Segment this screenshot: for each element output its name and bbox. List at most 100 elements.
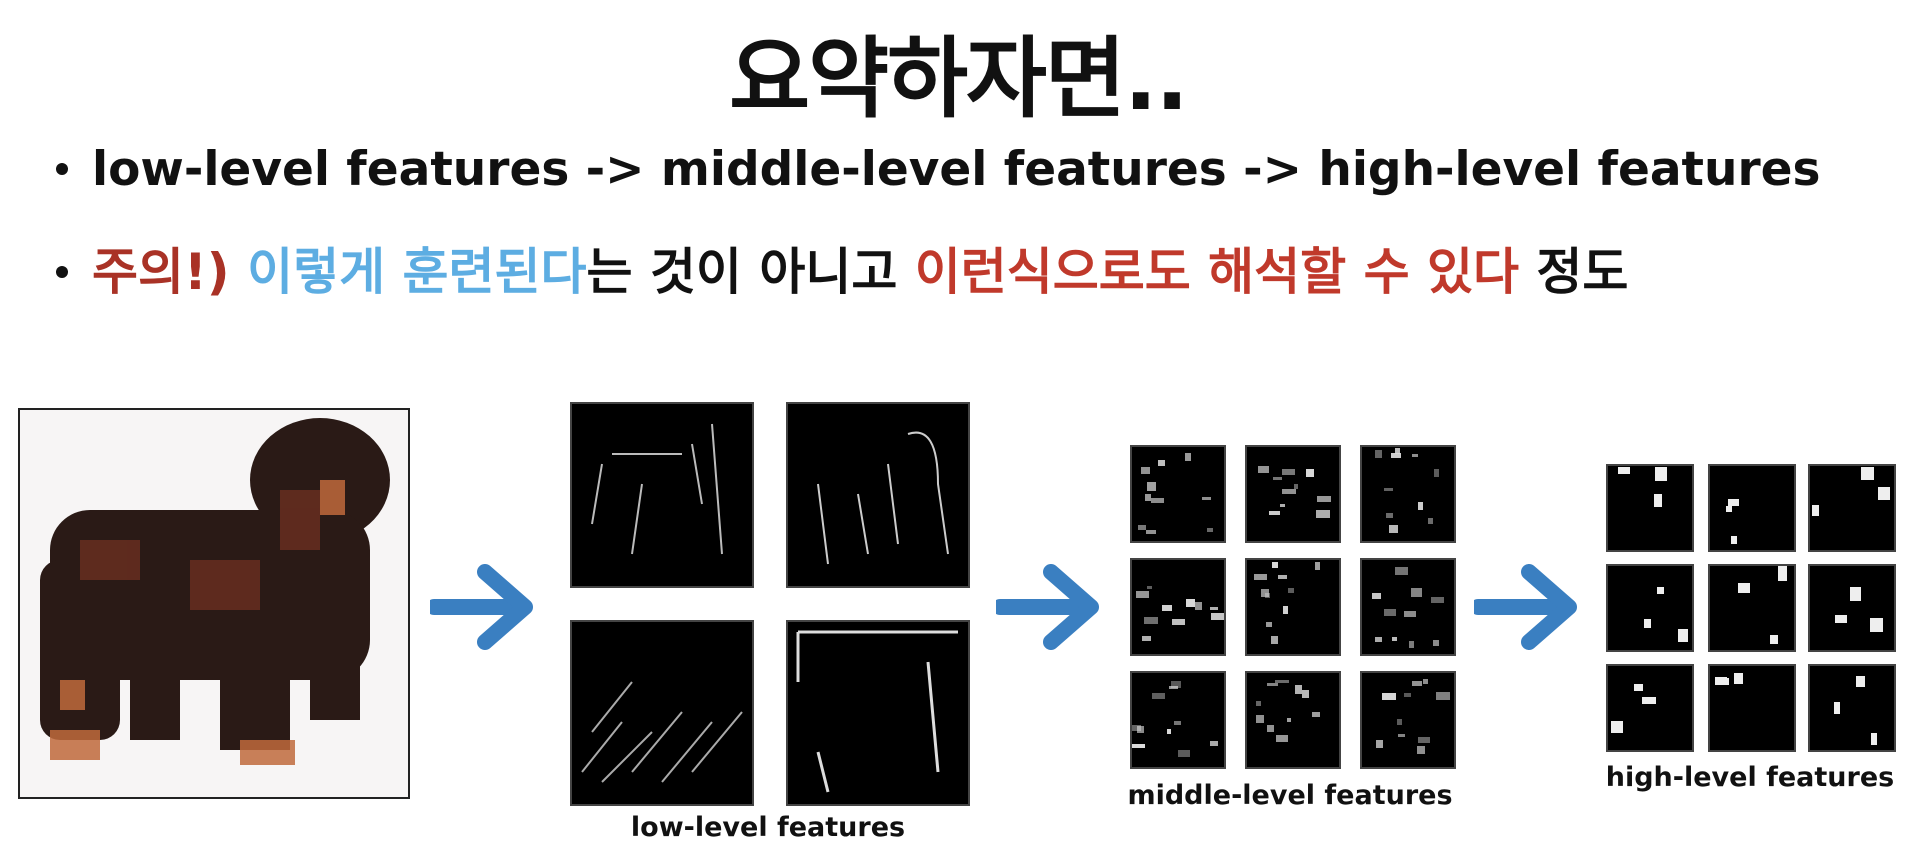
activation-speck (1409, 641, 1415, 649)
activation-speck (1261, 588, 1270, 597)
high-level-feature-map (1606, 464, 1694, 552)
activation-speck (1275, 735, 1289, 743)
activation-speck (1432, 639, 1440, 647)
input-dog-image (18, 408, 410, 799)
high-level-feature-map (1606, 664, 1694, 752)
activation-speck (1404, 611, 1416, 618)
activation-speck (1418, 737, 1430, 743)
activation-speck (1633, 683, 1643, 692)
activation-speck (1150, 497, 1164, 504)
bullet-dot (56, 162, 68, 175)
middle-level-feature-map (1130, 558, 1226, 656)
activation-speck (1812, 505, 1819, 517)
activation-speck (1144, 616, 1159, 624)
bullet-text: low-level features -> middle-level featu… (92, 142, 1821, 197)
activation-speck (1272, 477, 1283, 481)
middle-level-feature-map (1245, 558, 1341, 656)
high-level-feature-map (1808, 564, 1896, 652)
activation-speck (1412, 680, 1423, 686)
activation-speck (1151, 693, 1165, 699)
activation-speck (1287, 587, 1295, 594)
activation-speck (1186, 598, 1196, 607)
activation-speck (1428, 517, 1433, 525)
activation-speck (1136, 590, 1149, 599)
activation-speck (1166, 729, 1172, 735)
activation-speck (1375, 450, 1382, 459)
bullet-dot (56, 265, 68, 278)
activation-speck (1144, 494, 1151, 502)
activation-speck (1315, 509, 1330, 519)
high-level-feature-map (1708, 564, 1796, 652)
activation-speck (1162, 605, 1173, 611)
degree-text: 정도 (1536, 243, 1629, 301)
feature-map-edges (581, 681, 743, 783)
activation-speck (1211, 613, 1224, 620)
activation-speck (1677, 628, 1689, 643)
feature-map-edges (796, 630, 958, 793)
activation-speck (1171, 619, 1185, 625)
activation-speck (1194, 602, 1203, 610)
activation-speck (1394, 567, 1409, 576)
activation-speck (1302, 689, 1309, 698)
activation-speck (1271, 636, 1278, 644)
activation-speck (1158, 459, 1165, 467)
activation-speck (1265, 621, 1273, 627)
activation-speck (1312, 711, 1321, 717)
activation-speck (1282, 488, 1296, 494)
middle-level-feature-map (1360, 445, 1456, 543)
activation-speck (1177, 749, 1191, 758)
activation-speck (1617, 466, 1631, 474)
activation-speck (1403, 693, 1412, 697)
activation-speck (1173, 720, 1181, 726)
high-level-feature-map (1606, 564, 1694, 652)
activation-speck (1715, 677, 1727, 686)
activation-speck (1141, 467, 1151, 474)
activation-speck (1737, 583, 1751, 593)
activation-speck (1392, 637, 1398, 642)
activation-speck (1275, 679, 1289, 684)
activation-speck (1653, 493, 1662, 507)
arrow-right-icon (996, 564, 1099, 650)
activation-speck (1384, 609, 1396, 617)
interpretation-text: 이런식으로도 해석할 수 있다 (914, 243, 1519, 301)
activation-speck (1256, 700, 1262, 706)
activation-speck (1385, 513, 1394, 518)
low-level-feature-map (570, 620, 754, 806)
activation-speck (1381, 693, 1396, 700)
activation-speck (1656, 586, 1665, 595)
not-meaning-text: 는 것이 아니고 (586, 243, 898, 301)
activation-speck (1282, 469, 1295, 475)
activation-speck (1878, 487, 1890, 501)
activation-speck (1316, 496, 1331, 503)
activation-speck (1147, 482, 1156, 491)
high-level-feature-map (1708, 464, 1796, 552)
activation-speck (1850, 586, 1861, 601)
activation-speck (1397, 719, 1402, 726)
activation-speck (1734, 673, 1743, 685)
low-level-caption: low-level features (630, 812, 906, 843)
activation-speck (1279, 504, 1285, 508)
activation-speck (1833, 701, 1841, 714)
activation-speck (1375, 739, 1384, 748)
activation-speck (1726, 505, 1733, 512)
bullet-caution-note: 주의!) 이렇게 훈련된다는 것이 아니고 이런식으로도 해석할 수 있다 정도 (56, 232, 1628, 304)
activation-speck (1132, 743, 1145, 748)
activation-speck (1278, 575, 1288, 579)
activation-speck (1417, 745, 1426, 755)
activation-speck (1145, 529, 1157, 535)
activation-speck (1410, 588, 1422, 597)
activation-speck (1146, 585, 1152, 589)
dog-silhouette (20, 410, 408, 797)
high-level-feature-map (1808, 664, 1896, 752)
activation-speck (1169, 686, 1179, 690)
activation-speck (1294, 685, 1302, 694)
activation-speck (1398, 733, 1405, 737)
activation-speck (1860, 467, 1874, 480)
activation-speck (1272, 561, 1279, 568)
activation-speck (1253, 573, 1267, 581)
low-level-feature-map (786, 402, 970, 588)
middle-level-feature-map (1245, 445, 1341, 543)
activation-speck (1411, 454, 1418, 458)
activation-speck (1137, 725, 1145, 733)
activation-speck (1855, 676, 1865, 688)
